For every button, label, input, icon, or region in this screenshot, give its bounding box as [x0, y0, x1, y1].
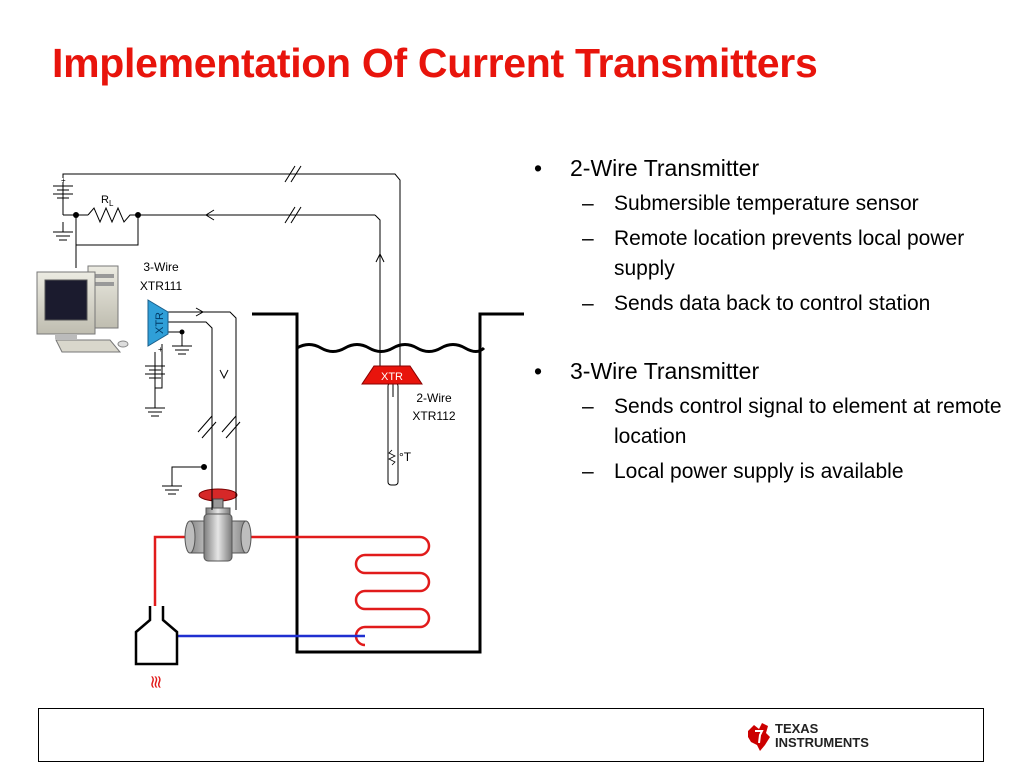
dash-marker: –: [582, 395, 594, 418]
plus-sign: +: [61, 176, 66, 185]
circuit-diagram: ≋: [36, 165, 524, 690]
sub-bullet-item: – Sends control signal to element at rem…: [532, 392, 1012, 452]
xtr112-label: XTR112: [412, 409, 455, 423]
bullet-marker: •: [534, 155, 543, 181]
wiring: [53, 165, 401, 510]
heat-symbol: ≋: [146, 674, 166, 689]
footer-bar: [38, 708, 984, 762]
sub-bullet-item: – Local power supply is available: [532, 457, 1012, 487]
heater: ≋: [134, 606, 179, 690]
valve-icon: [184, 488, 252, 562]
sub-bullet-text: Sends control signal to element at remot…: [614, 395, 1002, 448]
bullet-text: 3-Wire Transmitter: [570, 358, 760, 384]
slide-title: Implementation Of Current Transmitters: [52, 40, 818, 86]
transmitter-3wire: XTR: [147, 299, 169, 347]
computer-icon: [36, 265, 129, 353]
bullet-item: • 2-Wire Transmitter: [532, 152, 1012, 184]
plus-sign: +: [158, 345, 163, 354]
heating-coil: [243, 535, 431, 647]
dash-marker: –: [582, 192, 594, 215]
sub-bullet-item: – Remote location prevents local power s…: [532, 224, 1012, 284]
three-wire-label: 3-Wire: [143, 260, 179, 274]
xtr-2wire-label: XTR: [381, 371, 403, 383]
ti-wordmark-line1: Texas: [775, 721, 819, 736]
sub-bullet-text: Remote location prevents local power sup…: [614, 227, 965, 280]
sub-bullet-text: Local power supply is available: [614, 460, 904, 483]
dash-marker: –: [582, 227, 594, 250]
texas-instruments-logo-icon: [748, 723, 770, 751]
dash-marker: –: [582, 292, 594, 315]
temperature-label: °T: [399, 450, 412, 464]
xtr111-label: XTR111: [140, 279, 183, 293]
bullet-list: • 2-Wire Transmitter – Submersible tempe…: [532, 152, 1012, 487]
hot-pipe: [153, 535, 190, 608]
bullet-text: 2-Wire Transmitter: [570, 155, 760, 181]
thermistor-icon: [388, 449, 396, 466]
sub-bullet-item: – Sends data back to control station: [532, 289, 1012, 319]
resistor-label: RL: [101, 194, 114, 208]
tank: [252, 312, 524, 654]
bullet-item: • 3-Wire Transmitter: [532, 355, 1012, 387]
sub-bullet-item: – Submersible temperature sensor: [532, 189, 1012, 219]
dash-marker: –: [582, 460, 594, 483]
two-wire-label: 2-Wire: [416, 391, 452, 405]
ti-wordmark-line2: Instruments: [775, 735, 869, 750]
sub-bullet-text: Sends data back to control station: [614, 292, 931, 315]
transmitter-2wire: XTR: [361, 365, 423, 385]
bullet-marker: •: [534, 358, 543, 384]
xtr-3wire-label: XTR: [154, 312, 166, 334]
junction-dots: [73, 212, 207, 470]
sub-bullet-text: Submersible temperature sensor: [614, 192, 919, 215]
ti-wordmark: Texas Instruments: [775, 722, 869, 750]
